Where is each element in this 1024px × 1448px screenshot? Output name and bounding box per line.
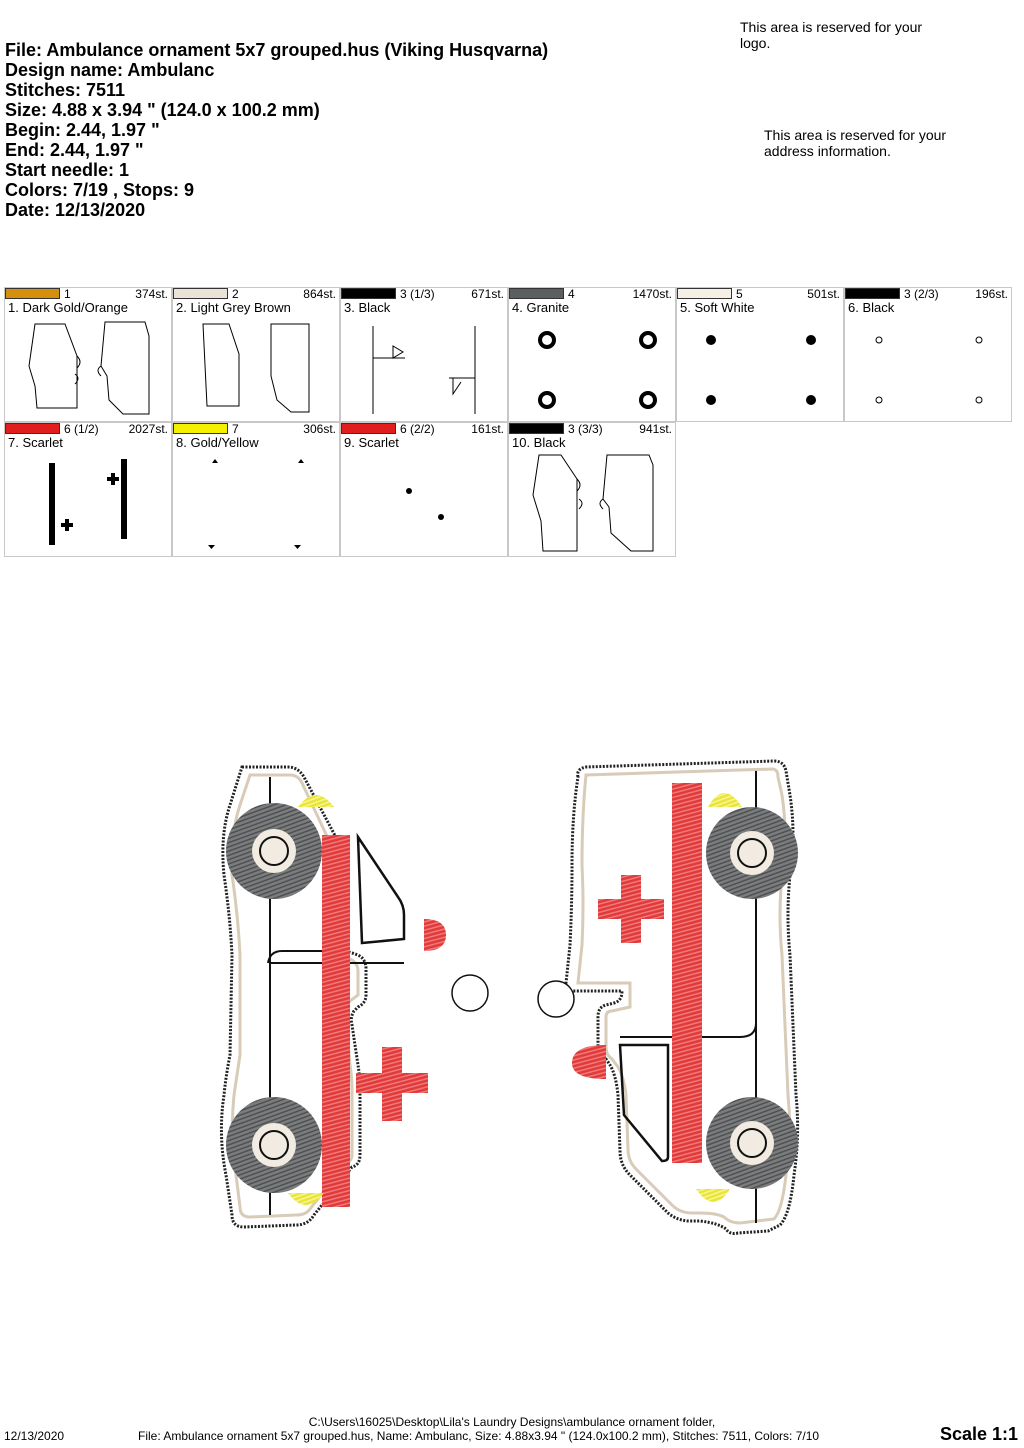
color-swatch: [5, 288, 60, 299]
stitch-count: 671st.: [471, 287, 504, 301]
end-line: End: 2.44, 1.97 ": [5, 140, 144, 160]
stitch-count: 374st.: [135, 287, 168, 301]
address-reserved-note: This area is reserved for your address i…: [764, 127, 947, 159]
stitch-count: 196st.: [975, 287, 1008, 301]
color-swatch: [845, 288, 900, 299]
color-number: 7: [232, 422, 239, 436]
color-swatch: [5, 423, 60, 434]
design-name-line: Design name: Ambulanc: [5, 60, 215, 80]
ambulance-left: [219, 765, 489, 1229]
color-swatch-cell: 7 306st. 8. Gold/Yellow: [172, 422, 340, 557]
color-swatch: [677, 288, 732, 299]
ambulance-inner-outline-thumbnail: [202, 323, 310, 413]
color-name: 3. Black: [344, 300, 391, 315]
color-name: 9. Scarlet: [344, 435, 399, 450]
color-swatch-cell: 4 1470st. 4. Granite: [508, 287, 676, 422]
footer-date: 12/13/2020: [4, 1429, 65, 1443]
color-swatch: [509, 288, 564, 299]
hub-centers-thumbnail: [875, 336, 983, 404]
colors-line: Colors: 7/19 , Stops: 9: [5, 180, 195, 200]
stitch-count: 501st.: [807, 287, 840, 301]
design-info-header: File: Ambulance ornament 5x7 grouped.hus…: [5, 40, 548, 220]
footer-design-info: File: Ambulance ornament 5x7 grouped.hus…: [138, 1429, 820, 1443]
color-swatch: [509, 423, 564, 434]
color-name: 8. Gold/Yellow: [176, 435, 259, 450]
color-number: 4: [568, 287, 575, 301]
color-swatch: [173, 288, 228, 299]
begin-line: Begin: 2.44, 1.97 ": [5, 120, 160, 140]
lights-thumbnail: [208, 459, 304, 549]
color-number: 3 (3/3): [568, 422, 603, 436]
color-swatch-cell: 3 (2/3) 196st. 6. Black: [844, 287, 1012, 422]
color-name: 2. Light Grey Brown: [176, 300, 291, 315]
stitch-count: 1470st.: [632, 287, 672, 301]
color-swatch: [173, 423, 228, 434]
color-swatch-cell: 2 864st. 2. Light Grey Brown: [172, 287, 340, 422]
color-name: 7. Scarlet: [8, 435, 63, 450]
color-name: 4. Granite: [512, 300, 570, 315]
stitch-count: 941st.: [639, 422, 672, 436]
color-number: 3 (1/3): [400, 287, 435, 301]
footer-file-path: C:\Users\16025\Desktop\Lila's Laundry De…: [308, 1415, 716, 1429]
logo-reserved-note: This area is reserved for your logo.: [740, 19, 923, 51]
color-swatch-cell: 6 (2/2) 161st. 9. Scarlet: [340, 422, 508, 557]
color-swatch-cell: 6 (1/2) 2027st. 7. Scarlet: [4, 422, 172, 557]
color-name: 6. Black: [848, 300, 895, 315]
color-swatch-cell: 1 374st. 1. Dark Gold/Orange: [4, 287, 172, 422]
embroidery-preview: [219, 759, 800, 1235]
wheels-thumbnail: [538, 331, 657, 409]
color-swatch: [341, 423, 396, 434]
color-swatch-cell: 5 501st. 5. Soft White: [676, 287, 844, 422]
color-name: 10. Black: [512, 435, 566, 450]
stitch-count: 161st.: [471, 422, 504, 436]
color-number: 6 (1/2): [64, 422, 99, 436]
color-swatch-cell: 3 (3/3) 941st. 10. Black: [508, 422, 676, 557]
color-name: 5. Soft White: [680, 300, 755, 315]
color-swatch: [341, 288, 396, 299]
color-name: 1. Dark Gold/Orange: [8, 300, 128, 315]
tail-lights-thumbnail: [406, 488, 444, 520]
stitches-line: Stitches: 7511: [5, 80, 126, 100]
color-number: 2: [232, 287, 239, 301]
stitch-count: 864st.: [303, 287, 336, 301]
final-outline-thumbnail: [532, 454, 654, 552]
date-line: Date: 12/13/2020: [5, 200, 146, 220]
ambulance-outline-thumbnail: [28, 321, 150, 415]
window-lines-thumbnail: [372, 326, 476, 414]
color-number: 1: [64, 287, 71, 301]
start-needle-line: Start needle: 1: [5, 160, 130, 180]
footer-scale: Scale 1:1: [939, 1424, 1018, 1444]
file-line: File: Ambulance ornament 5x7 grouped.hus…: [5, 40, 549, 60]
stitch-count: 2027st.: [128, 422, 168, 436]
color-number: 5: [736, 287, 743, 301]
stripe-cross-thumbnail: [49, 459, 127, 545]
color-number: 3 (2/3): [904, 287, 939, 301]
color-number: 6 (2/2): [400, 422, 435, 436]
size-line: Size: 4.88 x 3.94 " (124.0 x 100.2 mm): [5, 100, 320, 120]
color-swatch-cell: 3 (1/3) 671st. 3. Black: [340, 287, 508, 422]
hubcaps-thumbnail: [706, 335, 816, 405]
stitch-count: 306st.: [303, 422, 336, 436]
ambulance-right: [537, 759, 800, 1235]
